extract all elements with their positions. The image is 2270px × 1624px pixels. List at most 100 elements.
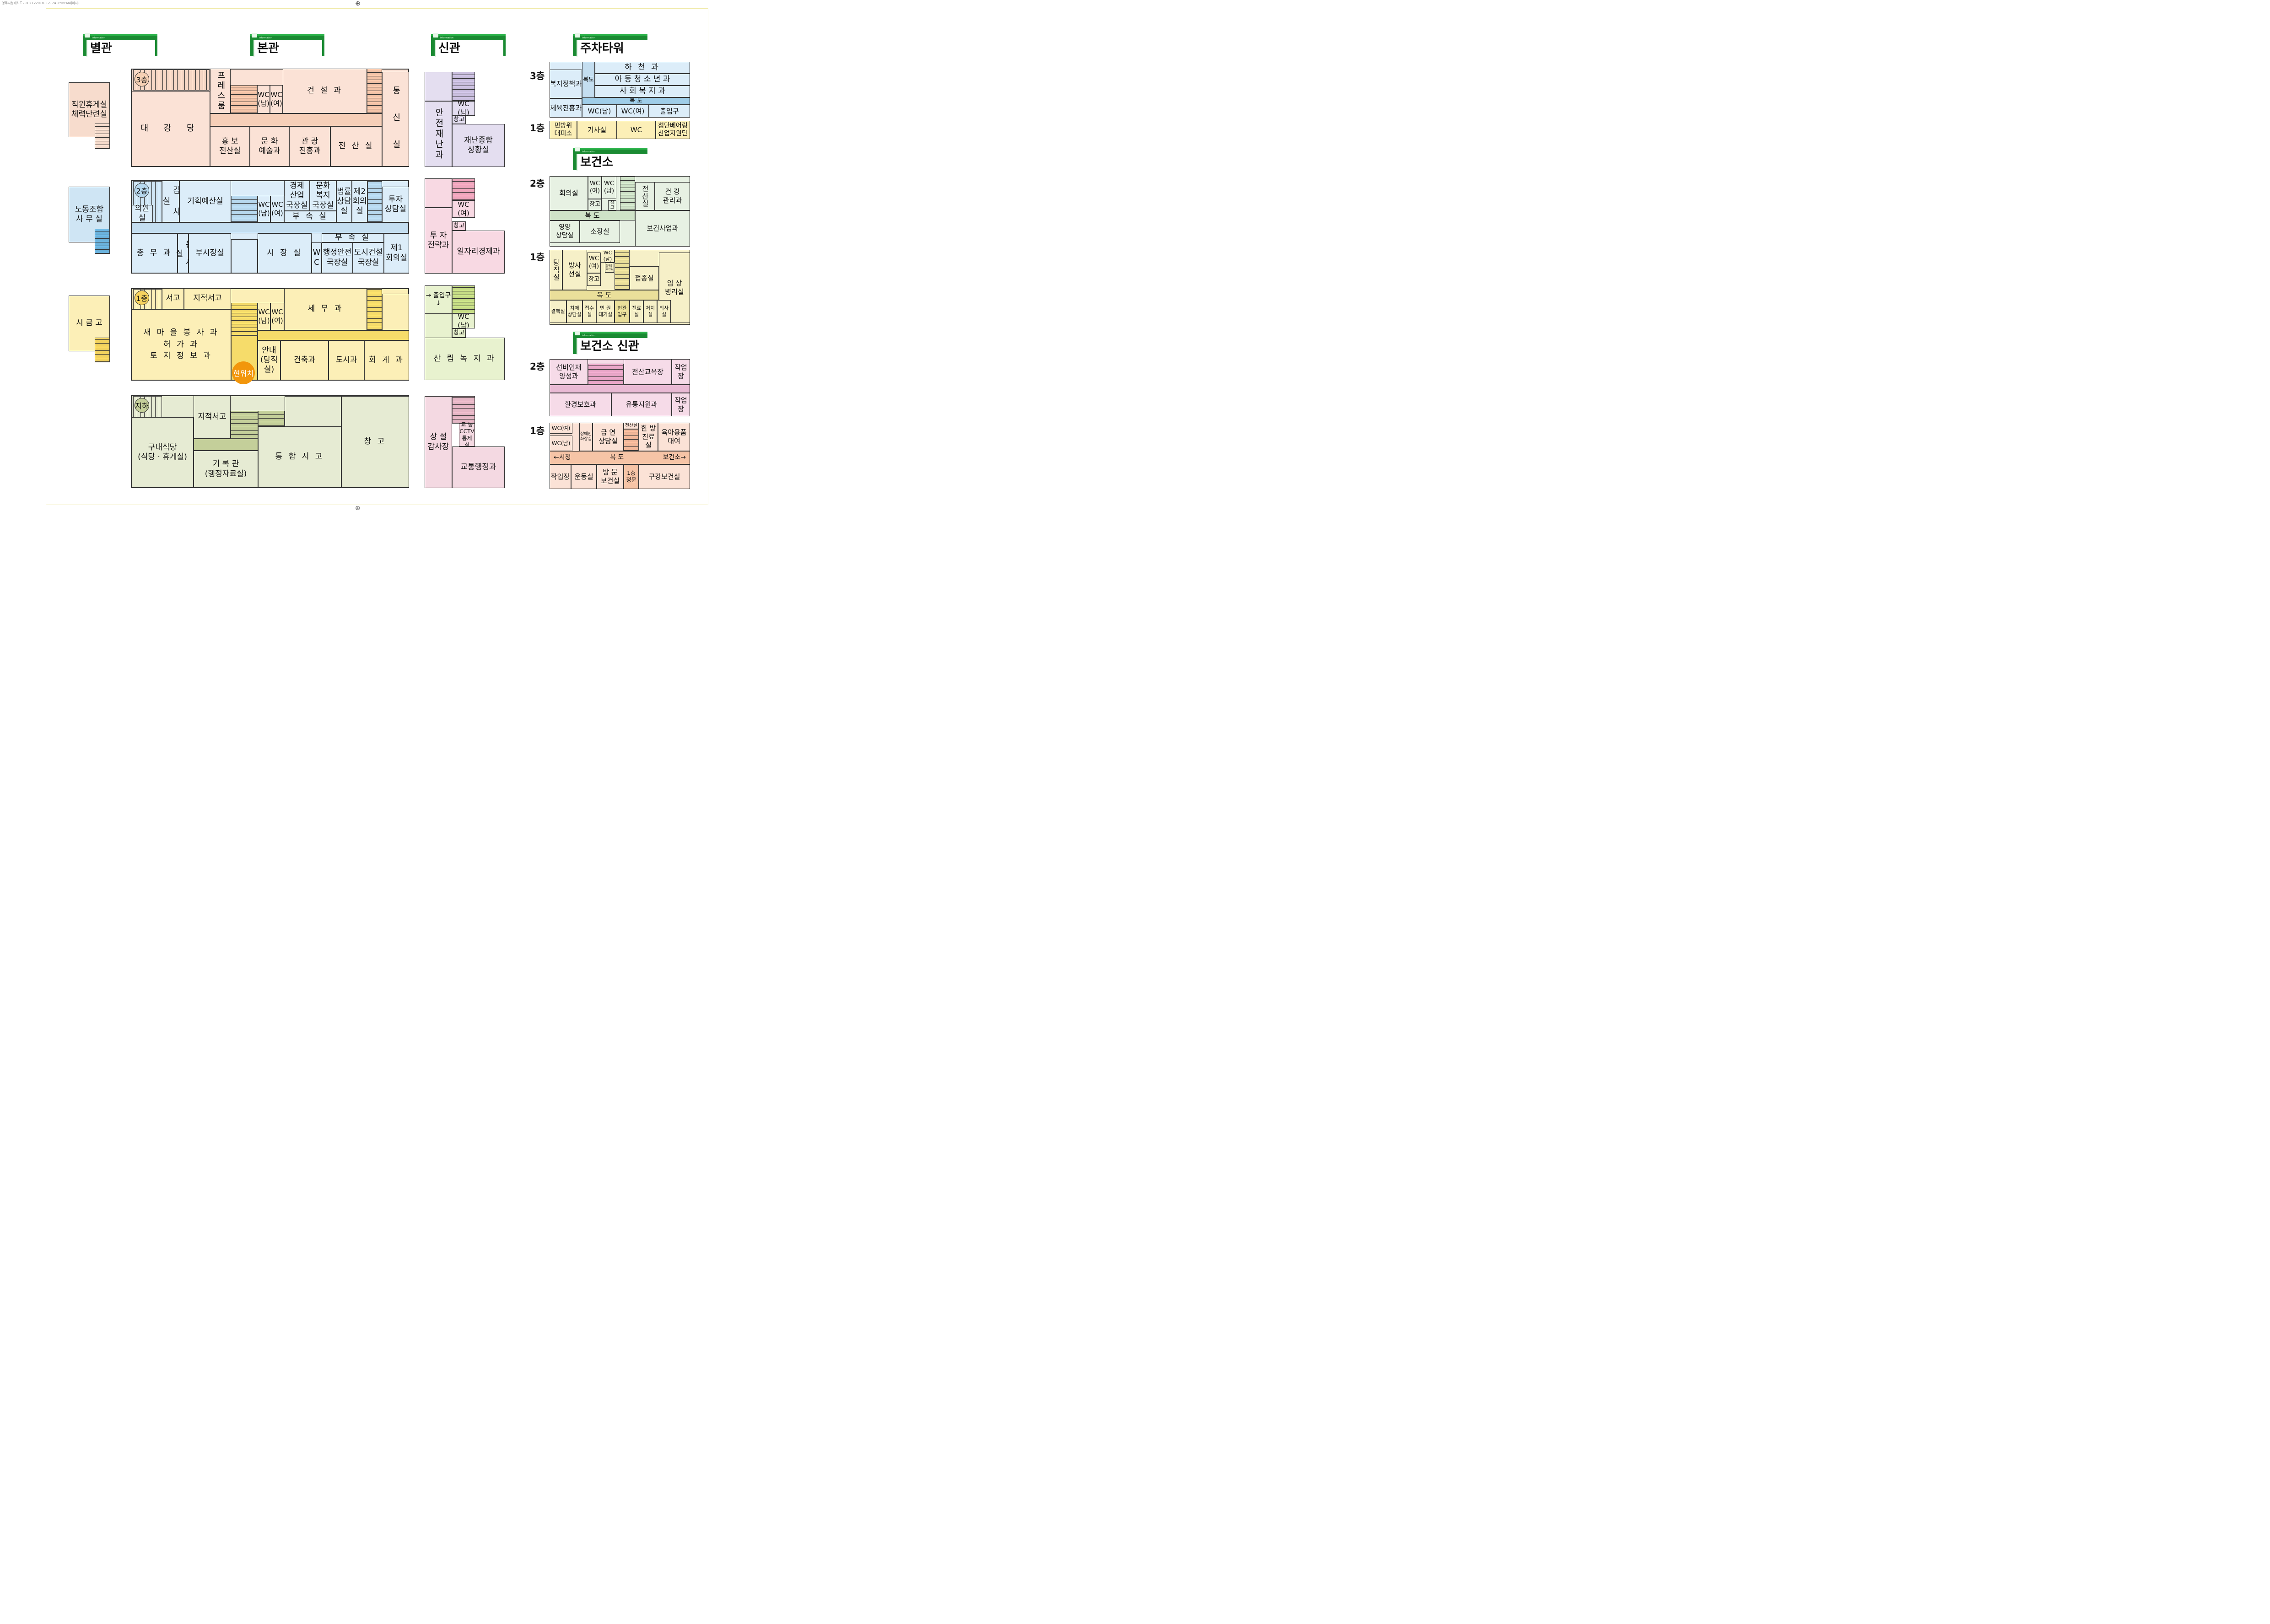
room-planning-budget: 기획예산실 — [179, 181, 231, 222]
stairs — [231, 303, 258, 336]
room-cadastral-storage: 지적서고 — [194, 395, 231, 439]
room-empty — [382, 294, 409, 330]
room-drivers: 기사실 — [577, 121, 617, 139]
header-health-title: 보건소 — [577, 154, 650, 171]
room-workshop: 작업 장 — [672, 359, 690, 385]
header-health-new-title: 보건소 신관 — [577, 338, 650, 355]
room-storage: 창고 — [452, 116, 466, 124]
room-smoking-cessation: 금 연 상담실 — [593, 423, 624, 451]
hallway: 복 도 — [550, 290, 659, 300]
room-meeting: 회의실 — [550, 176, 588, 210]
stairs — [452, 72, 475, 101]
stairs — [620, 176, 635, 210]
stairs — [231, 196, 258, 222]
room-doctor: 의사실 — [657, 300, 671, 323]
wc-women: WC (여) — [452, 200, 475, 218]
room-oral-health: 구강보건실 — [639, 464, 690, 489]
room-jobs-economy: 일자리경제과 — [452, 231, 505, 274]
room-annex-office-2: 부 속 실 — [322, 233, 384, 242]
room-meeting-2: 제2 회의 실 — [352, 181, 367, 222]
room-youth: 아 동 청 소 년 과 — [595, 74, 690, 86]
room-talent: 선비인재 양성과 — [550, 359, 588, 385]
wc-men: WC (남) — [452, 312, 475, 329]
floor-badge-1f: 1층 — [135, 290, 149, 305]
hallway — [550, 385, 690, 393]
crosshair-mark-icon: ⊕ — [355, 0, 361, 7]
wc-men: WC (남) — [257, 85, 270, 113]
room-blank — [231, 239, 258, 273]
room-workshop: 작업장 — [550, 464, 571, 489]
to-health-center-label: 보건소→ — [663, 453, 686, 461]
room-auditorium: 대 강 당 — [131, 91, 210, 167]
room-integrated-storage: 통 합 서 고 — [258, 426, 341, 488]
room-cadastral-library: 지적서고 — [184, 288, 231, 309]
room-disabled-wc: 장애인 화장실 — [605, 263, 614, 273]
room-computing: 전 산 실 — [330, 126, 382, 167]
hallway — [210, 113, 382, 126]
room-archives: 기 록 관 (행정자료실) — [194, 451, 258, 488]
room-computer-education: 전산교육장 — [624, 359, 672, 385]
hallway: 복도 — [582, 62, 595, 98]
room-gym: 운동실 — [571, 464, 597, 489]
wc-women: WC (여) — [270, 303, 284, 330]
floor-label-2f: 2층 — [530, 361, 545, 372]
room-mayor: 시 장 실 — [258, 233, 312, 273]
room-culture-arts: 문 화 예술과 — [250, 126, 289, 167]
room-nutrition-counsel: 영양 상담실 — [550, 220, 580, 243]
room-press: 프레스룸 — [210, 69, 231, 113]
room-meeting-1: 제1 회의실 — [384, 233, 409, 273]
floor-label-2f: 2층 — [530, 178, 545, 189]
stairs — [367, 181, 382, 222]
wc-women: WC (여) — [587, 253, 601, 273]
stairs — [95, 338, 110, 362]
room-legal-counsel: 법률 상담 실 — [336, 181, 352, 222]
room-welfare-policy: 복지정책과 — [550, 70, 582, 98]
hallway — [194, 439, 258, 451]
room-tuberculosis: 결핵실 — [550, 300, 566, 323]
wc: W C — [312, 242, 322, 273]
header-new-title: 신관 — [435, 40, 503, 57]
room-disaster-center: 재난종합 상황실 — [452, 124, 505, 167]
room-audit-hall: 상 설 감사장 — [425, 396, 452, 488]
room-storage-2: 창고 — [608, 200, 616, 210]
room-information: 안내 (당직실) — [258, 340, 280, 380]
room-bearing-center: 첨단베어링 산업지원단 — [656, 121, 690, 139]
room-clinical-lab: 임 상 병리실 — [659, 253, 690, 323]
floor-badge-2f: 2층 — [135, 183, 149, 198]
room-visiting-health: 방 문 보건실 — [597, 464, 624, 489]
room-dementia: 치매 상담실 — [566, 300, 582, 323]
room-sports: 체육진흥과 — [550, 98, 582, 118]
room-communication: 통 신 실 — [382, 72, 409, 167]
hallway: 복 도 — [550, 210, 635, 220]
header-parking-title: 주차타워 — [577, 40, 650, 57]
room-annex-office: 부 속 실 — [284, 211, 336, 222]
stairs — [615, 250, 630, 290]
hallway — [131, 222, 409, 233]
room-storage: 창고 — [587, 273, 601, 286]
room-library: 서고 — [162, 288, 184, 309]
stairs — [588, 364, 624, 385]
room-warehouse: 창 고 — [341, 396, 409, 488]
room-radiology: 방사 선실 — [562, 250, 587, 290]
room-traffic-cctv: 교 통 CCTV 통제실 — [459, 421, 475, 448]
room-treatment: 처치실 — [643, 300, 657, 323]
floor-label-1f: 1층 — [530, 123, 545, 134]
hallway-label: 복 도 — [609, 453, 624, 461]
wc-men: WC (남) — [258, 303, 270, 330]
stairs — [624, 429, 639, 451]
room-investment-counsel: 투자 상담실 — [382, 187, 409, 222]
room-safety-disaster: 안전재난과 — [425, 101, 452, 167]
stairs — [95, 229, 110, 254]
print-note: 영주시청배치도2018 122018. 12. 24 1:56PM페이지1 — [2, 1, 80, 5]
room-council: 의원실 — [131, 204, 153, 223]
stairs — [231, 411, 258, 439]
room-civil-defense: 민방위 대피소 — [550, 121, 577, 139]
wc-women: WC (여) — [270, 196, 284, 222]
floor-label-1f: 1층 — [530, 252, 545, 263]
stairs — [258, 411, 285, 426]
wc-women: WC(여) — [550, 423, 572, 434]
wc-women: WC(여) — [617, 105, 649, 118]
stairs — [95, 124, 110, 149]
room-culture-welfare-director: 문화 복지 국장실 — [310, 181, 336, 211]
hallway: 복 도 — [582, 97, 690, 105]
